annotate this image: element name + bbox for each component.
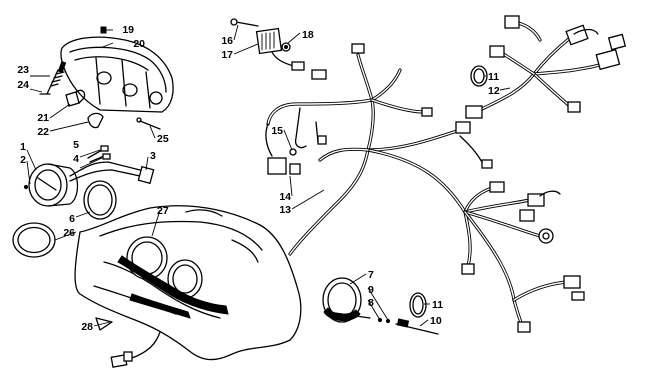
console-harness xyxy=(461,181,585,333)
callout-19: 19 xyxy=(122,24,134,36)
gauge-harness xyxy=(69,145,155,185)
callout-4: 4 xyxy=(73,153,79,165)
callout-26: 26 xyxy=(63,227,75,239)
grommet-upper xyxy=(470,65,488,87)
harness-connectors xyxy=(294,43,493,169)
main-wiring-harness xyxy=(266,53,467,256)
voltage-regulator xyxy=(255,27,283,55)
callout-23: 23 xyxy=(17,64,29,76)
adjuster-screw xyxy=(136,117,161,130)
gauge-retaining-ring xyxy=(83,180,117,220)
headlight-clip xyxy=(100,26,107,34)
callout-17: 17 xyxy=(221,49,233,61)
callout-20: 20 xyxy=(133,38,145,50)
leader-lines xyxy=(26,24,511,327)
callout-5: 5 xyxy=(73,139,79,151)
callout-3: 3 xyxy=(150,150,156,162)
tach-retaining-ring xyxy=(409,292,427,318)
callout-28: 28 xyxy=(81,321,93,333)
tachometer xyxy=(322,277,391,324)
dash-connector xyxy=(110,331,161,368)
callout-16: 16 xyxy=(221,35,233,47)
harness-relay xyxy=(265,123,301,175)
gauge-bezel xyxy=(12,222,56,258)
callout-22: 22 xyxy=(37,126,49,138)
callout-11-upper: 11 xyxy=(488,71,499,83)
callout-labels: 19 20 23 24 21 22 25 1 2 3 5 4 6 26 27 2… xyxy=(17,24,500,333)
callout-1: 1 xyxy=(20,141,26,153)
tach-bulb xyxy=(395,318,439,335)
callout-21: 21 xyxy=(37,112,49,124)
callout-12: 12 xyxy=(488,85,500,97)
callout-7: 7 xyxy=(368,269,374,281)
callout-15: 15 xyxy=(271,125,283,137)
headlight-harness xyxy=(465,15,627,119)
callout-13: 13 xyxy=(279,204,291,216)
bulb-boot xyxy=(87,112,104,129)
regulator-bolt xyxy=(230,18,259,27)
regulator-lead xyxy=(271,51,305,71)
callout-18: 18 xyxy=(302,29,314,41)
callout-9: 9 xyxy=(368,284,374,296)
callout-6: 6 xyxy=(69,213,75,225)
callout-25: 25 xyxy=(157,133,169,145)
dash-panel xyxy=(74,205,302,361)
callout-11-lower: 11 xyxy=(432,299,443,311)
callout-8: 8 xyxy=(368,297,374,309)
regulator-nut xyxy=(281,42,291,52)
callout-2: 2 xyxy=(20,154,26,166)
adjuster-spring xyxy=(39,60,67,95)
callout-27: 27 xyxy=(157,205,169,217)
speedometer xyxy=(23,163,79,207)
callout-14: 14 xyxy=(279,191,291,203)
callout-24: 24 xyxy=(17,79,29,91)
callout-10: 10 xyxy=(430,315,442,327)
headlight-bulb xyxy=(65,89,86,107)
